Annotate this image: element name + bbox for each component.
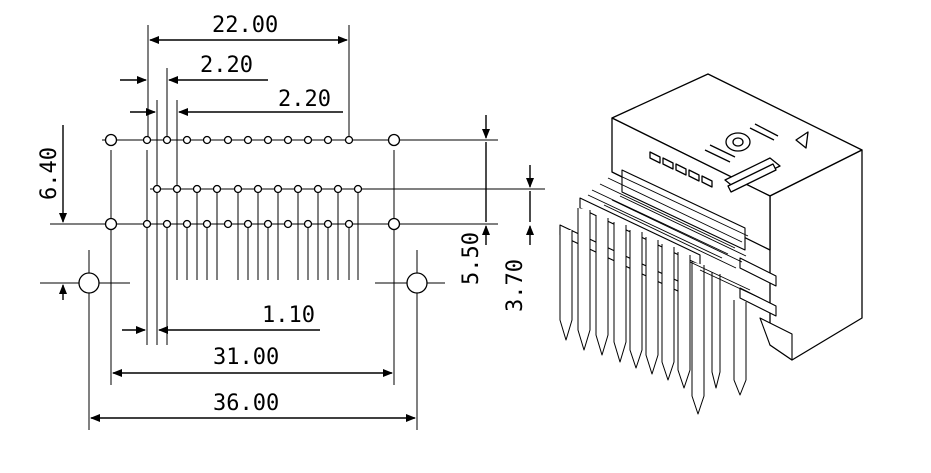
window-slots <box>649 151 781 193</box>
dim-label-6-40: 6.40 <box>37 147 62 200</box>
footprint-view: 22.00 2.20 2.20 <box>37 13 545 430</box>
pin-tails <box>166 193 359 345</box>
dim-2-20-a: 2.20 <box>120 53 268 140</box>
contact-strips <box>587 173 761 299</box>
dim-5-50: 5.50 <box>459 115 490 285</box>
dim-label-36-00: 36.00 <box>213 391 279 416</box>
dim-label-2-20-a: 2.20 <box>200 53 253 78</box>
pin-row-2 <box>152 184 363 194</box>
dim-label-1-10: 1.10 <box>262 303 315 328</box>
dim-label-2-20-b: 2.20 <box>278 87 331 112</box>
dim-22-00: 22.00 <box>147 13 350 140</box>
dim-label-31-00: 31.00 <box>213 345 279 370</box>
dim-31-00: 31.00 <box>112 345 393 377</box>
dim-36-00: 36.00 <box>90 391 416 422</box>
pin-row-1 <box>104 133 401 147</box>
vertical-pins <box>559 208 747 415</box>
dim-1-10: 1.10 <box>122 303 320 334</box>
dim-label-3-70: 3.70 <box>503 259 528 312</box>
housing-side <box>769 149 863 361</box>
dim-3-70: 3.70 <box>503 165 534 312</box>
dim-label-5-50: 5.50 <box>459 232 484 285</box>
mounting-holes <box>78 272 428 294</box>
dim-label-22-00: 22.00 <box>212 13 278 38</box>
housing-front <box>611 117 771 251</box>
polarity-marking <box>704 123 809 163</box>
connector-isometric-view <box>559 73 863 415</box>
dim-2-20-b: 2.20 <box>130 87 343 345</box>
pin-row-3 <box>104 217 401 231</box>
dim-6-40: 6.40 <box>37 125 67 300</box>
